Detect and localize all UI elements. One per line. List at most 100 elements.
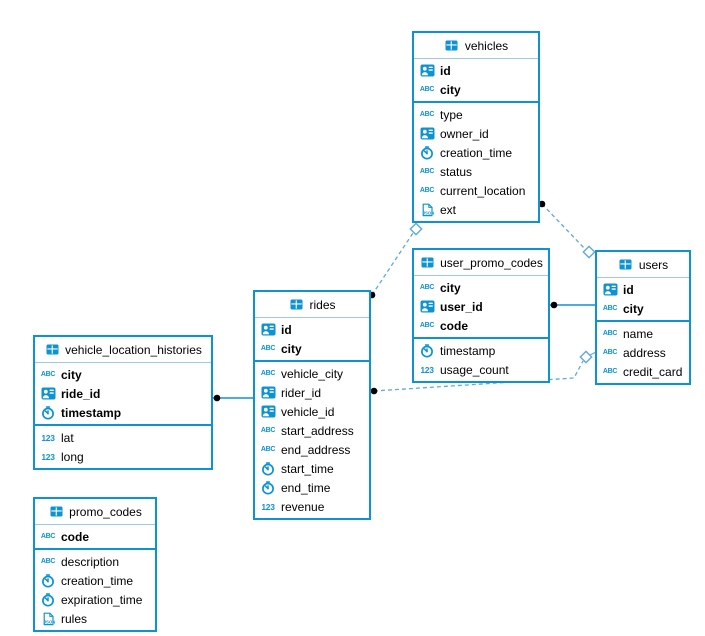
column-name: end_time: [281, 480, 331, 495]
abc-text-type-icon: ABC: [40, 371, 56, 378]
abc-icon-label: ABC: [260, 427, 276, 434]
table-header[interactable]: vehicles: [414, 33, 538, 59]
table-header[interactable]: vehicle_location_histories: [35, 337, 211, 363]
abc-icon-label: ABC: [419, 111, 435, 118]
clock-icon: [40, 592, 56, 607]
column-name: start_time: [281, 461, 334, 476]
many-end-dot-icon: [550, 301, 558, 309]
abc-icon-label: ABC: [602, 349, 618, 356]
column-id: id: [414, 61, 538, 80]
column-id: id: [597, 280, 689, 299]
abc-text-type-icon: ABC: [40, 533, 56, 540]
abc-text-type-icon: ABC: [602, 330, 618, 337]
abc-icon-label: ABC: [40, 558, 56, 565]
table-icon: [419, 257, 435, 268]
id-badge-icon: [419, 127, 435, 140]
column-name: user_id: [440, 299, 483, 314]
table-title: promo_codes: [69, 504, 142, 519]
abc-text-type-icon: ABC: [260, 345, 276, 352]
abc-icon-label: ABC: [602, 368, 618, 375]
clock-icon: [260, 480, 276, 495]
json-type-icon: JSON: [419, 203, 435, 217]
many-end-dot-icon: [538, 200, 546, 208]
clock-icon: [419, 145, 435, 160]
column-owner_id: owner_id: [414, 124, 538, 143]
table-header[interactable]: users: [597, 252, 689, 278]
abc-text-type-icon: ABC: [602, 368, 618, 375]
table-title: rides: [309, 297, 336, 312]
abc-icon-label: ABC: [602, 305, 618, 312]
column-name: owner_id: [440, 126, 489, 141]
table-title: vehicle_location_histories: [65, 342, 202, 357]
table-header[interactable]: rides: [255, 292, 369, 318]
id-badge-icon: [260, 405, 276, 418]
relation-user_promo_codes-users[interactable]: [548, 301, 597, 309]
relation-vehicle_location_histories-rides[interactable]: [211, 394, 255, 402]
123-icon-label: 123: [41, 432, 55, 443]
column-name: city: [281, 341, 302, 356]
abc-text-type-icon: ABC: [602, 349, 618, 356]
abc-icon-label: ABC: [419, 322, 435, 329]
column-name: credit_card: [623, 364, 683, 379]
fk-line: [373, 360, 584, 392]
column-name: code: [440, 318, 469, 333]
column-id: id: [255, 320, 369, 339]
table-title: user_promo_codes: [440, 255, 543, 270]
table-header[interactable]: user_promo_codes: [414, 250, 548, 276]
column-city: ABC city: [255, 339, 369, 358]
column-name: vehicle_city: [281, 366, 344, 381]
column-rider_id: rider_id: [255, 383, 369, 402]
abc-text-type-icon: ABC: [419, 322, 435, 329]
abc-text-type-icon: ABC: [260, 370, 276, 377]
column-name: id: [281, 322, 292, 337]
id-badge-icon: [419, 300, 435, 313]
table-header[interactable]: promo_codes: [35, 499, 155, 525]
abc-icon-label: ABC: [419, 187, 435, 194]
id-badge-icon: [260, 386, 276, 399]
table-icon: [618, 259, 634, 270]
123-icon-label: 123: [420, 364, 434, 375]
column-name: city: [440, 82, 461, 97]
column-name: name: [623, 326, 654, 341]
abc-text-type-icon: ABC: [419, 86, 435, 93]
json-icon-label: JSON: [43, 619, 54, 624]
many-end-dot-icon: [370, 387, 378, 395]
relation-vehicles-users[interactable]: [538, 200, 596, 259]
table-icon: [444, 40, 460, 51]
abc-icon-label: ABC: [260, 370, 276, 377]
table-title: vehicles: [464, 38, 509, 53]
column-timestamp: timestamp: [414, 341, 548, 360]
clock-icon: [40, 405, 56, 420]
column-credit_card: ABC credit_card: [597, 362, 689, 381]
column-name: long: [61, 449, 84, 464]
abc-text-type-icon: ABC: [602, 305, 618, 312]
column-start_time: start_time: [255, 459, 369, 478]
column-name: rules: [61, 611, 88, 626]
column-name: address: [623, 345, 666, 360]
abc-icon-label: ABC: [602, 330, 618, 337]
numeric-type-icon: 123: [40, 433, 56, 443]
